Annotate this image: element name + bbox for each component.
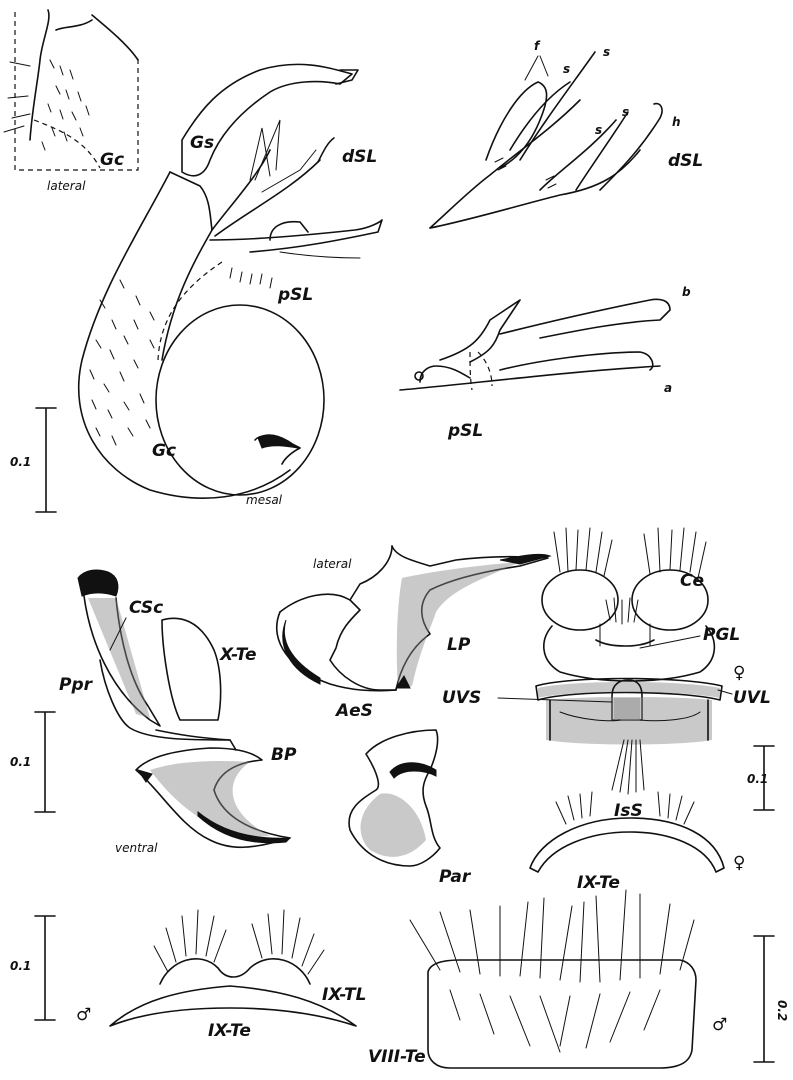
uvs-label: UVS xyxy=(442,688,481,708)
male-symbol-right: ♂ xyxy=(712,1015,727,1035)
dsl-left-label: dSL xyxy=(342,147,377,167)
female-terminalia-drawing xyxy=(529,527,725,873)
s1-label: s xyxy=(563,62,570,76)
ppr-label: Ppr xyxy=(59,675,94,695)
par-label: Par xyxy=(439,867,472,887)
scale-bar-right xyxy=(753,745,775,811)
scale-bar-top-left xyxy=(35,407,57,513)
scale-bar-mid-left xyxy=(34,711,56,813)
ce-label: Ce xyxy=(680,571,704,591)
female-symbol-2: ♀ xyxy=(733,853,745,873)
x-te-label: X-Te xyxy=(219,645,257,665)
dsl-right-label: dSL xyxy=(668,151,703,171)
scale-bottom-right-label: 0.2 xyxy=(775,1000,789,1021)
inset-lateral-gonocoxite xyxy=(3,9,139,171)
uvl-label: UVL xyxy=(733,688,771,708)
ix-te-female-label: IX-Te xyxy=(577,873,620,893)
male-terminalia-ventral-drawing xyxy=(77,569,292,849)
scale-top-label: 0.1 xyxy=(10,455,31,469)
viii-tergite-drawing xyxy=(409,889,697,1069)
iss-label: IsS xyxy=(614,801,643,821)
paramere-drawing xyxy=(348,729,441,867)
b-label: b xyxy=(682,285,691,299)
s3-label: s xyxy=(595,123,602,137)
male-symbol-left: ♂ xyxy=(76,1005,91,1025)
f-leader xyxy=(524,55,549,81)
lp-aes-drawing xyxy=(275,545,552,692)
viii-te-label: VIII-Te xyxy=(368,1047,426,1067)
gs-label: Gs xyxy=(190,133,214,153)
mesal-label: mesal xyxy=(246,493,283,507)
csc-leader xyxy=(109,617,127,651)
gc-inset-label: Gc xyxy=(100,150,124,170)
uvs-leader xyxy=(497,697,613,703)
scale-bar-bottom-left xyxy=(34,915,56,1021)
psl-left-label: pSL xyxy=(277,285,313,305)
mesal-gonopod-drawing xyxy=(77,63,383,499)
a-label: a xyxy=(664,381,672,395)
s4-label: s xyxy=(622,105,629,119)
male-ix-tergite-drawing xyxy=(109,909,357,1027)
csc-label: CSc xyxy=(129,598,163,618)
ix-te-male-label: IX-Te xyxy=(208,1021,251,1041)
f-label: f xyxy=(534,39,541,53)
ventral-label: ventral xyxy=(115,841,158,855)
scale-bottom-left-label: 0.1 xyxy=(10,959,31,973)
scale-right-label: 0.1 xyxy=(747,772,768,786)
ix-tl-label: IX-TL xyxy=(322,985,366,1005)
lateral-top-label: lateral xyxy=(47,179,86,193)
female-symbol-1: ♀ xyxy=(733,663,745,683)
scale-mid-label: 0.1 xyxy=(10,755,31,769)
aes-label: AeS xyxy=(334,701,373,721)
gc-main-label: Gc xyxy=(152,441,176,461)
uvl-leader xyxy=(717,689,733,695)
scale-bar-bottom-right xyxy=(753,935,775,1063)
dsl-detail-drawing xyxy=(429,51,663,229)
pgl-leader xyxy=(639,635,701,649)
psl-detail-drawing xyxy=(399,298,671,391)
h-label: h xyxy=(672,115,681,129)
s2-label: s xyxy=(603,45,610,59)
pgl-label: PGL xyxy=(703,625,740,645)
lateral-mid-label: lateral xyxy=(313,557,352,571)
bp-label: BP xyxy=(271,745,297,765)
lp-label: LP xyxy=(447,635,471,655)
psl-right-label: pSL xyxy=(447,421,483,441)
